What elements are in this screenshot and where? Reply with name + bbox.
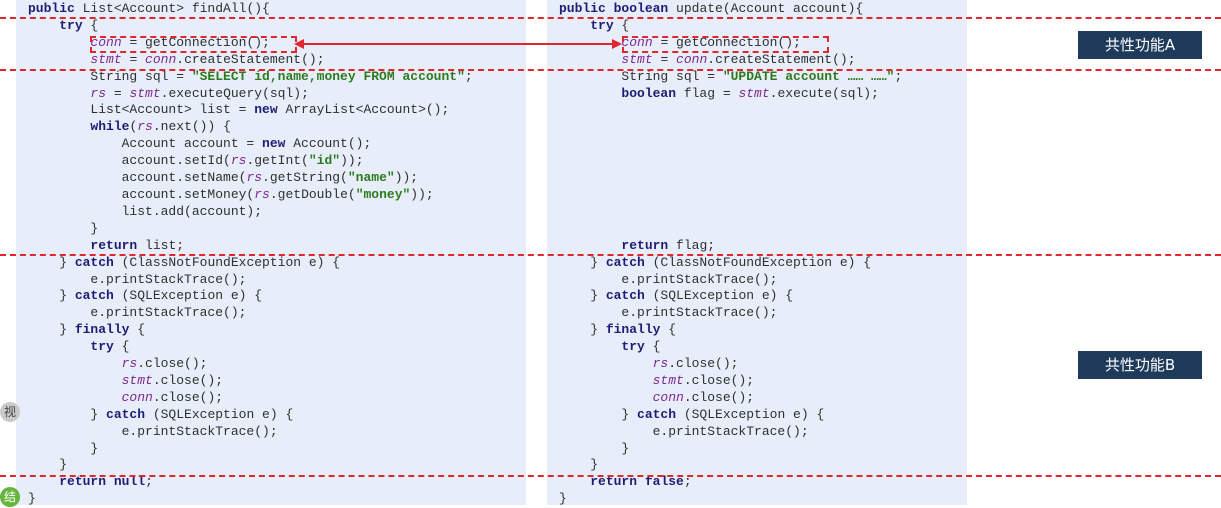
update-code-line26: e.printStackTrace(); bbox=[559, 423, 809, 439]
update-code-line19: e.printStackTrace(); bbox=[559, 305, 778, 321]
view-icon[interactable]: 视 bbox=[0, 402, 20, 422]
update-code-line17: e.printStackTrace(); bbox=[559, 271, 778, 287]
update-code-line24: conn.close(); bbox=[652, 389, 755, 405]
findall-code-line01: public List<Account> findAll(){ bbox=[28, 1, 270, 16]
update-code-line30: } bbox=[559, 491, 567, 507]
feature-b-label: 共性功能B bbox=[1078, 351, 1202, 379]
findall-code-line09: Account account = new Account(); bbox=[28, 136, 372, 152]
findall-code-line22: rs.close(); bbox=[121, 356, 208, 372]
findall-code-line11: account.setName(rs.getString("name")); bbox=[28, 170, 419, 186]
findall-code-line13: list.add(account); bbox=[28, 203, 263, 219]
left-code-panel bbox=[16, 0, 526, 505]
right-get-connection-highlight bbox=[622, 36, 829, 53]
update-code-line18: } catch (SQLException e) { bbox=[559, 288, 794, 304]
findall-code-line29: return null; bbox=[59, 474, 153, 490]
findall-code-line16: } catch (ClassNotFoundException e) { bbox=[28, 254, 341, 270]
findall-code-line23: stmt.close(); bbox=[121, 372, 224, 388]
findall-code-line18: } catch (SQLException e) { bbox=[28, 288, 263, 304]
divider-feature-a-bottom bbox=[0, 69, 1221, 71]
right-code-panel bbox=[547, 0, 967, 505]
update-code-line03: conn = getConnection(); bbox=[621, 34, 801, 50]
update-code-line25: } catch (SQLException e) { bbox=[559, 406, 825, 422]
divider-feature-b-top bbox=[0, 254, 1221, 256]
findall-code-line21: try { bbox=[90, 339, 130, 355]
divider-feature-a-top bbox=[0, 17, 1221, 19]
findall-code-line25: } catch (SQLException e) { bbox=[28, 406, 294, 422]
update-code-line02: try { bbox=[590, 17, 630, 33]
findall-code-line06: rs = stmt.executeQuery(sql); bbox=[90, 85, 309, 101]
findall-code-line30: } bbox=[28, 491, 36, 507]
findall-code-line03: conn = getConnection(); bbox=[90, 34, 270, 50]
update-code-line16: } catch (ClassNotFoundException e) { bbox=[559, 254, 872, 270]
update-code-line05: String sql = "UPDATE account …… ……"; bbox=[559, 68, 903, 84]
findall-code-line07: List<Account> list = new ArrayList<Accou… bbox=[28, 102, 450, 118]
update-code-line28: } bbox=[559, 457, 599, 473]
findall-code-line15: return list; bbox=[90, 237, 185, 253]
findall-code-line14: } bbox=[28, 220, 99, 236]
findall-code-line26: e.printStackTrace(); bbox=[28, 423, 278, 439]
update-code-line06: boolean flag = stmt.execute(sql); bbox=[621, 85, 879, 101]
update-code-line27: } bbox=[559, 440, 630, 456]
feature-a-label: 共性功能A bbox=[1078, 31, 1202, 59]
update-method-code: public boolean update(Account account){ … bbox=[559, 1, 902, 508]
update-code-line15: return flag; bbox=[621, 237, 716, 253]
findall-code-line02: try { bbox=[59, 17, 99, 33]
update-code-line29: return false; bbox=[590, 474, 692, 490]
findall-code-line17: e.printStackTrace(); bbox=[28, 271, 247, 287]
update-code-line01: public boolean update(Account account){ bbox=[559, 1, 864, 16]
findall-code-line20: } finally { bbox=[28, 322, 146, 338]
findall-code-line12: account.setMoney(rs.getDouble("money")); bbox=[28, 186, 434, 202]
divider-feature-b-bottom bbox=[0, 475, 1221, 477]
update-code-line21: try { bbox=[621, 339, 661, 355]
findall-code-line19: e.printStackTrace(); bbox=[28, 305, 247, 321]
update-code-line22: rs.close(); bbox=[652, 356, 739, 372]
findall-method-code: public List<Account> findAll(){ try { co… bbox=[28, 1, 473, 508]
findall-code-line04: stmt = conn.createStatement(); bbox=[90, 51, 325, 67]
findall-code-line27: } bbox=[28, 440, 99, 456]
update-code-line04: stmt = conn.createStatement(); bbox=[621, 51, 856, 67]
findall-code-line05: String sql = "SELECT id,name,money FROM … bbox=[28, 68, 473, 84]
findall-code-line28: } bbox=[28, 457, 68, 473]
update-code-line23: stmt.close(); bbox=[652, 372, 755, 388]
findall-code-line24: conn.close(); bbox=[121, 389, 224, 405]
findall-code-line10: account.setId(rs.getInt("id")); bbox=[28, 153, 364, 169]
end-icon[interactable]: 结 bbox=[0, 487, 20, 507]
findall-code-line08: while(rs.next()) { bbox=[90, 119, 231, 135]
update-code-line20: } finally { bbox=[559, 322, 677, 338]
